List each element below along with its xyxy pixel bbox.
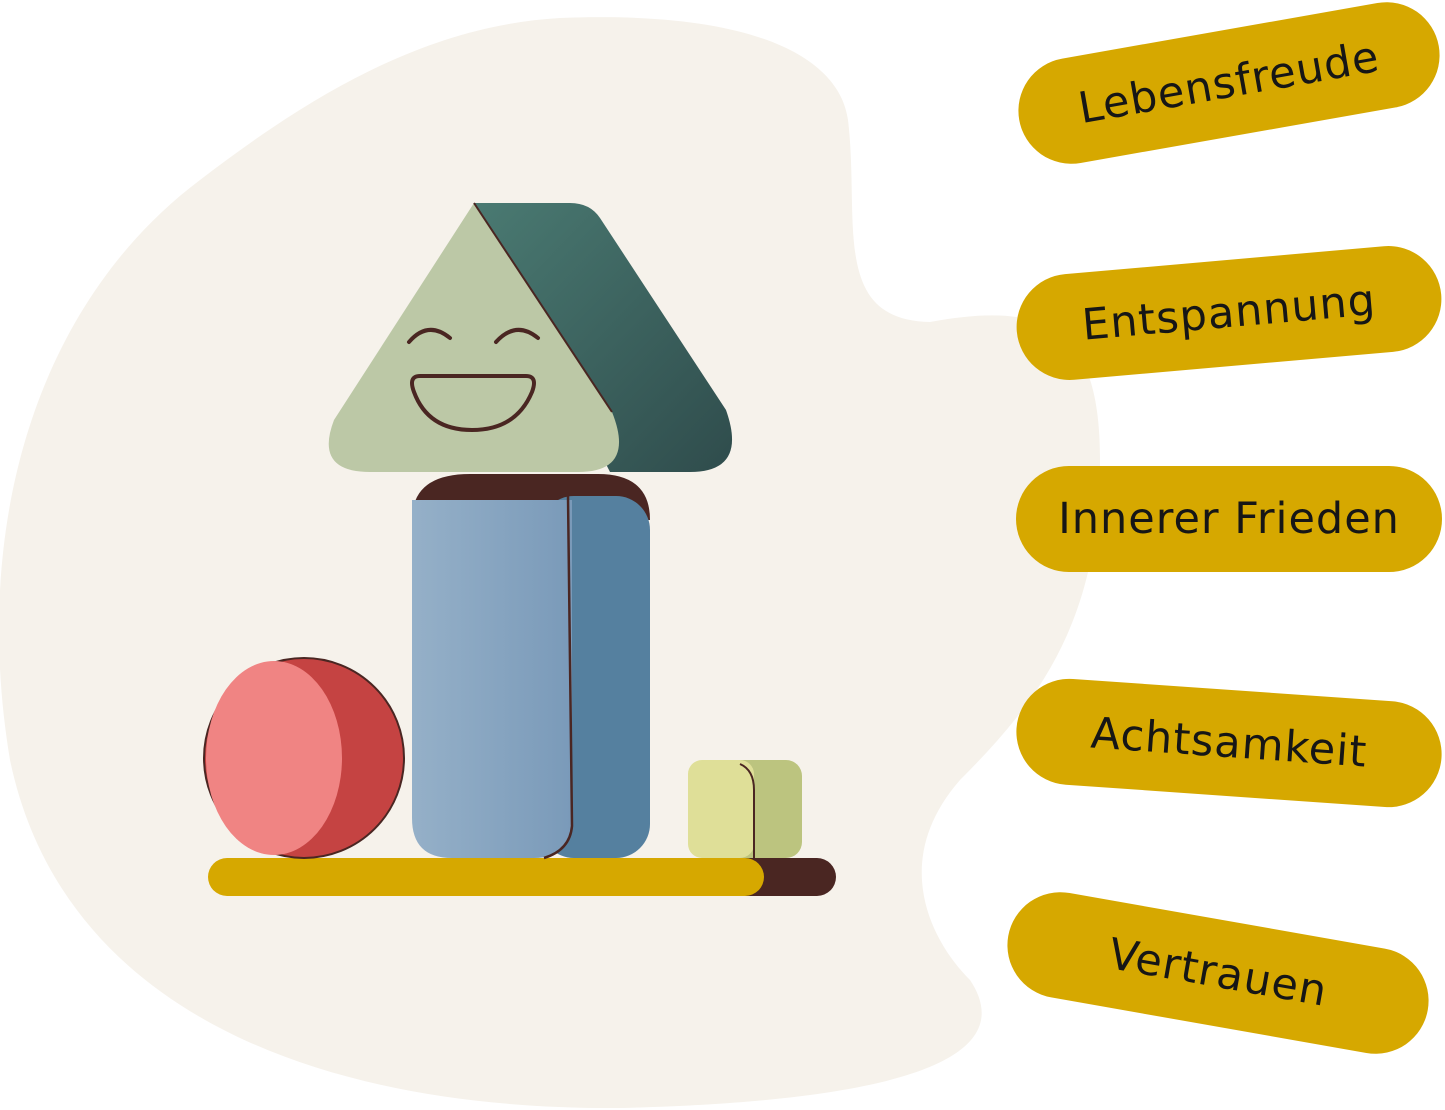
cylinder xyxy=(412,474,650,860)
triangle xyxy=(328,202,733,472)
mouth xyxy=(410,374,536,433)
ball xyxy=(203,657,405,859)
label-text: Vertrauen xyxy=(1104,929,1332,1017)
left-eye xyxy=(407,328,452,344)
smiley-face xyxy=(407,328,540,433)
label-text: Achtsamkeit xyxy=(1089,708,1369,778)
label-pill-innerer-frieden: Innerer Frieden xyxy=(1016,466,1442,572)
right-eye xyxy=(494,328,540,344)
plank xyxy=(208,858,764,896)
label-text: Entspannung xyxy=(1080,275,1378,351)
cube xyxy=(688,760,802,858)
label-text: Innerer Frieden xyxy=(1058,494,1400,544)
